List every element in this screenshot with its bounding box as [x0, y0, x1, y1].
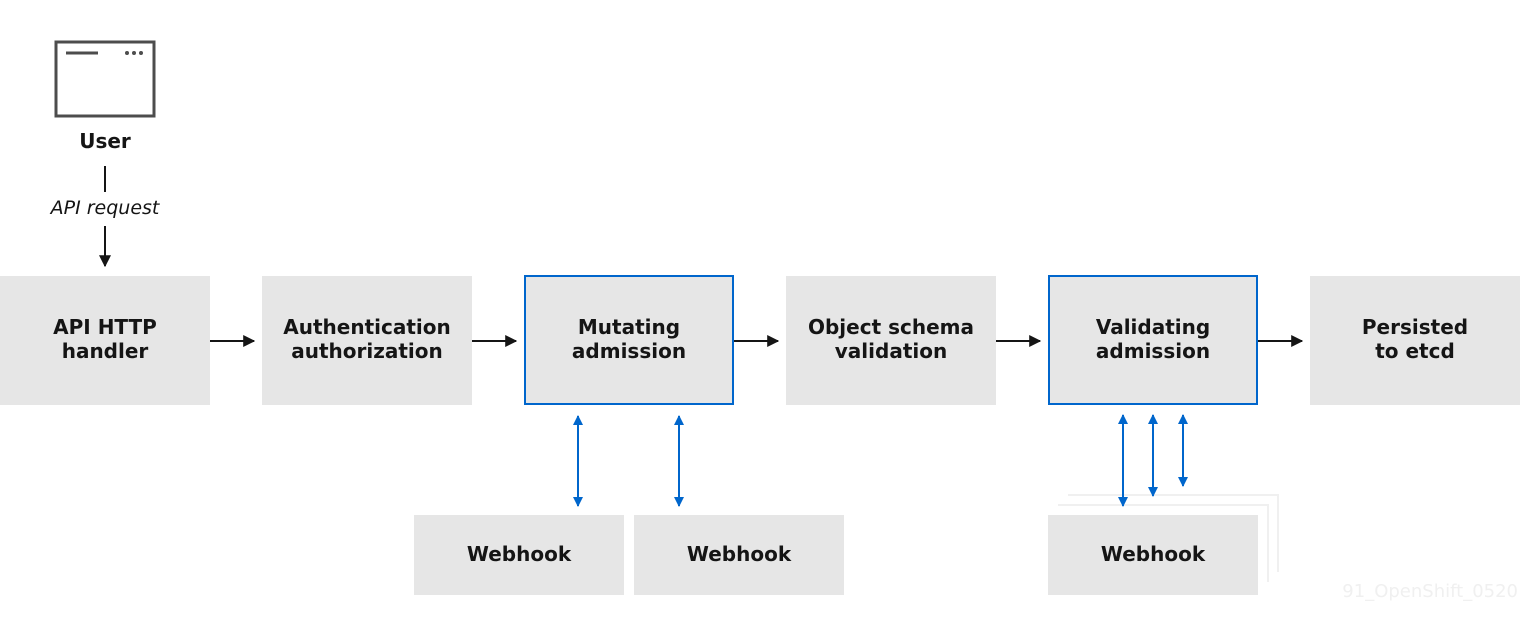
webhook-label: Webhook — [467, 542, 572, 566]
stage-label-line1: Validating — [1096, 315, 1210, 339]
stage-persisted-to-etcd: Persisted to etcd — [1310, 276, 1520, 405]
stage-label-line2: authorization — [291, 339, 443, 363]
webhook-label: Webhook — [1101, 542, 1206, 566]
stage-label-line1: Persisted — [1362, 315, 1468, 339]
stage-label-line2: admission — [572, 339, 686, 363]
user-label: User — [79, 129, 131, 153]
stage-api-http-handler: API HTTP handler — [0, 276, 210, 405]
api-request-label: API request — [49, 197, 161, 219]
stage-label-line1: Mutating — [578, 315, 680, 339]
stage-label-line1: Object schema — [808, 315, 974, 339]
webhook-box-mutating-2: Webhook — [634, 515, 844, 595]
stage-label-line2: handler — [62, 339, 149, 363]
webhook-box-mutating-1: Webhook — [414, 515, 624, 595]
stage-label-line1: Authentication — [283, 315, 450, 339]
stage-label-line2: to etcd — [1375, 339, 1455, 363]
watermark-text: 91_OpenShift_0520 — [1342, 581, 1518, 602]
webhook-label: Webhook — [687, 542, 792, 566]
stage-mutating-admission: Mutating admission — [524, 275, 734, 405]
stage-label-line2: validation — [835, 339, 947, 363]
webhook-box-validating: Webhook — [1048, 515, 1258, 595]
browser-window-icon — [54, 40, 156, 118]
stage-label-line1: API HTTP — [53, 315, 157, 339]
stage-label-line2: admission — [1096, 339, 1210, 363]
stage-validating-admission: Validating admission — [1048, 275, 1258, 405]
stage-object-schema-validation: Object schema validation — [786, 276, 996, 405]
webhook-stack-outline — [1058, 494, 1279, 582]
stage-authentication-authorization: Authentication authorization — [262, 276, 472, 405]
